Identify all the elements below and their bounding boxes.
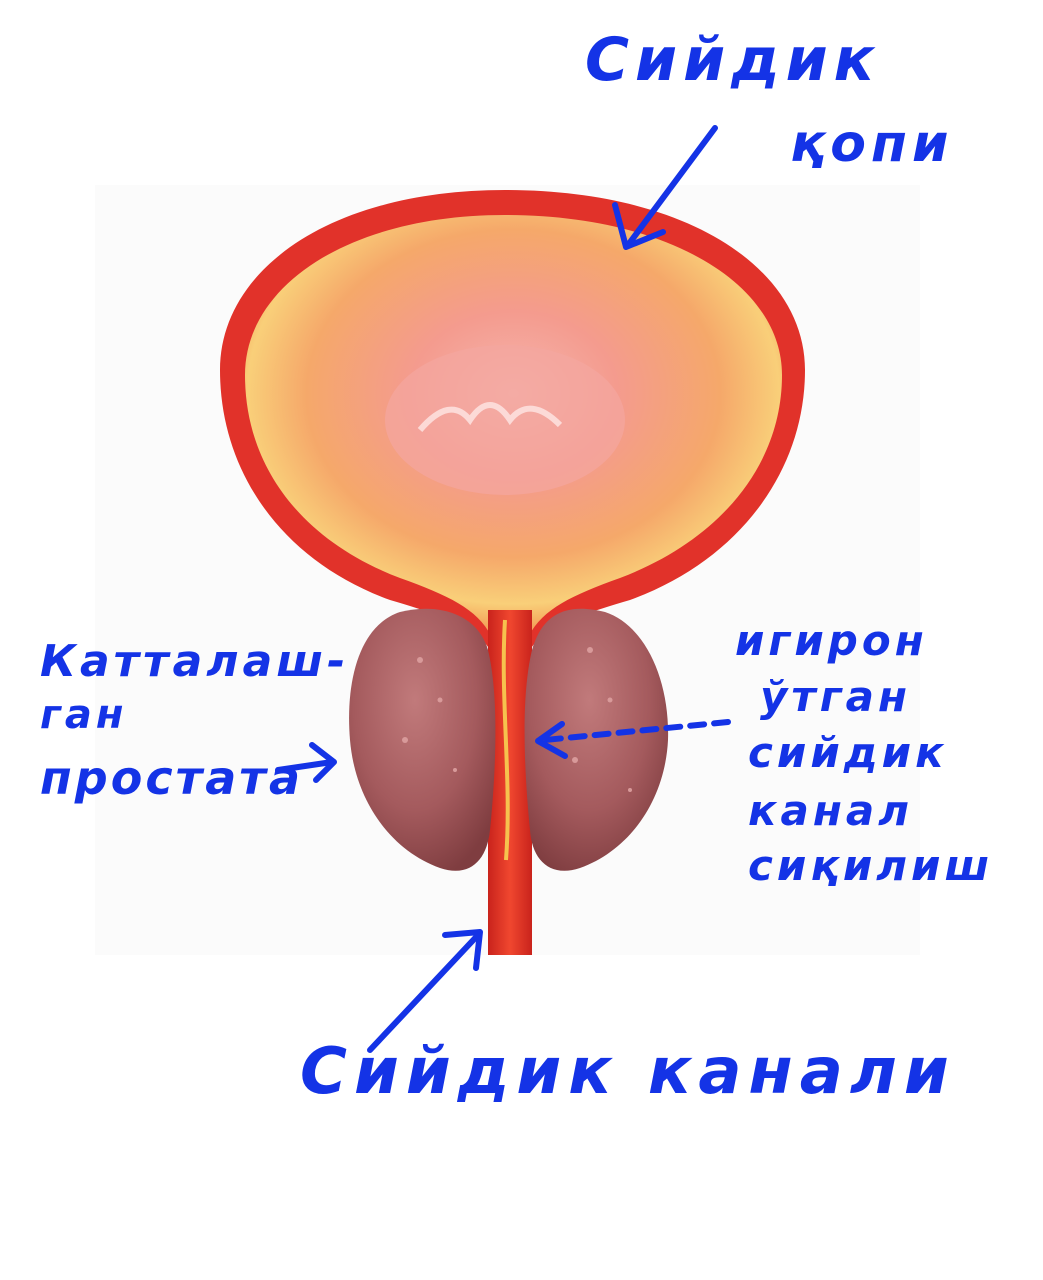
narrowed-urethra-label-line-5: сиқилиш: [748, 841, 994, 890]
narrowed-urethra-label-line-2: ўтган: [760, 672, 912, 721]
prostate-label-line-1: Катталаш-: [40, 636, 350, 687]
urethra-label: Сийдик канали: [300, 1035, 956, 1109]
urethra-arrow: [367, 929, 483, 1053]
prostate-label-line-3: простата: [40, 751, 303, 805]
urethra: [488, 610, 532, 955]
narrowed-urethra-label-line-4: канал: [748, 786, 913, 835]
narrowed-urethra-label-line-1: игирон: [735, 616, 928, 665]
bladder-arrow: [612, 125, 718, 250]
prostate-arrow: [275, 742, 337, 783]
bladder: [220, 190, 805, 650]
prostate-label-line-2: ган: [40, 692, 128, 738]
narrowed-urethra-arrow: [535, 719, 731, 759]
bladder-label-line-2: қопи: [790, 114, 954, 174]
bladder-label-line-1: Сийдик: [585, 25, 881, 95]
prostate: [349, 608, 669, 871]
narrowed-urethra-label-line-3: сийдик: [748, 728, 948, 777]
